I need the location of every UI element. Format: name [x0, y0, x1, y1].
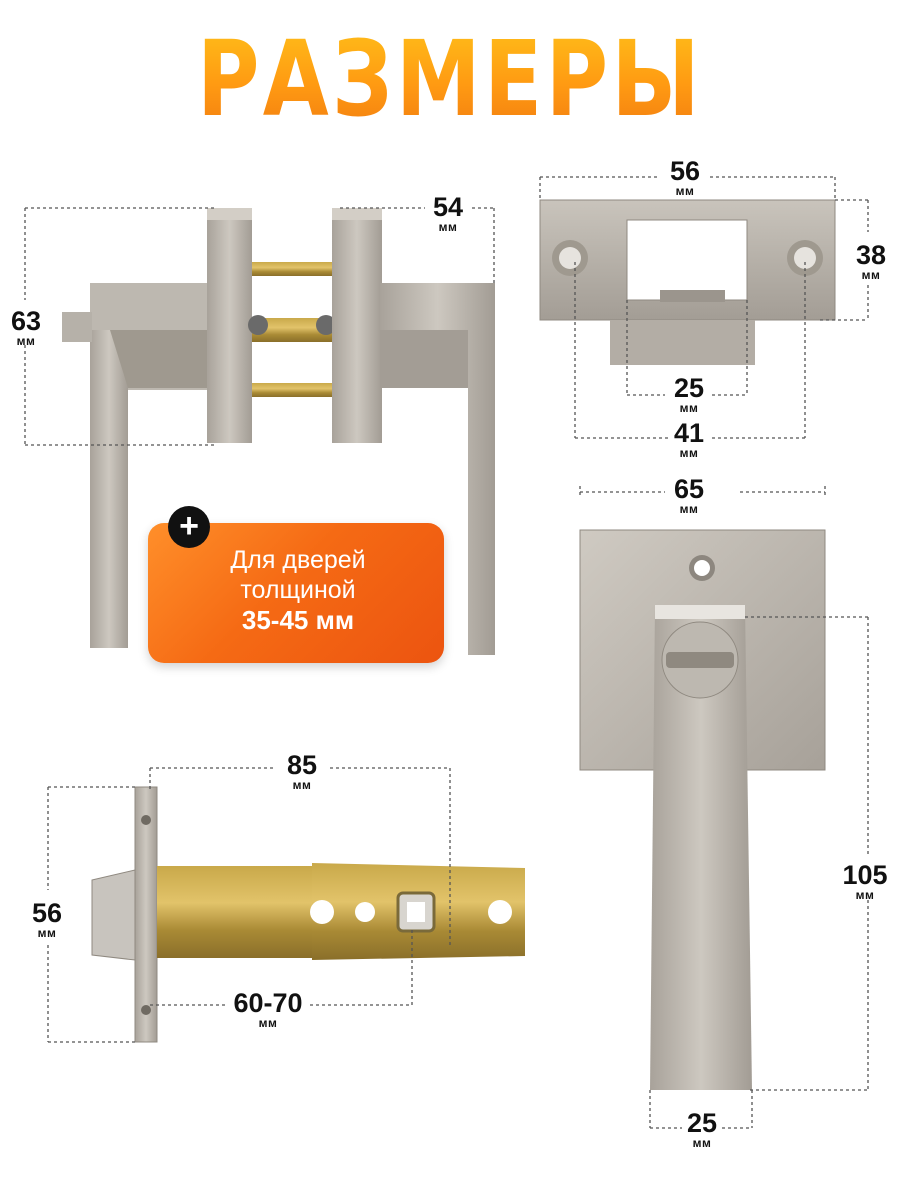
dimension-value: 63 — [10, 306, 42, 336]
door-thickness-text: Для дверей толщиной 35-45 мм — [148, 545, 448, 635]
dimension-value: 65 — [673, 474, 705, 504]
badge-line-3: 35-45 мм — [241, 605, 355, 635]
rosette-handle-width-label: 25 мм — [679, 1108, 725, 1150]
rosette-lever-image — [579, 529, 826, 1090]
handle-dimension-lines — [24, 207, 495, 446]
latch-dimension-lines — [47, 767, 451, 1043]
latch-length-label: 85 мм — [278, 750, 326, 792]
strike-opening-label: 25 мм — [666, 373, 712, 415]
strike-width-label: 56 мм — [662, 156, 708, 198]
dimension-unit: мм — [679, 401, 699, 415]
strike-plate-image — [539, 199, 836, 365]
dimension-value: 25 — [686, 1108, 718, 1138]
dimension-unit: мм — [861, 268, 881, 282]
dimension-value: 56 — [669, 156, 701, 186]
door-thickness-badge — [148, 523, 444, 663]
rosette-handle-length-label: 105 мм — [835, 860, 895, 902]
dimension-unit: мм — [679, 446, 699, 460]
strike-dimension-lines — [539, 176, 869, 439]
dimension-value: 38 — [855, 240, 887, 270]
dimension-unit: мм — [16, 334, 36, 348]
strike-hole-spacing-label: 41 мм — [666, 418, 712, 460]
dimension-unit: мм — [679, 502, 699, 516]
dimension-value: 54 — [432, 192, 464, 222]
badge-line-1: Для дверей — [230, 546, 366, 574]
latch-image — [91, 786, 525, 1043]
handle-height-label: 63 мм — [5, 306, 47, 348]
dimension-value: 56 — [31, 898, 63, 928]
dimension-unit: мм — [438, 220, 458, 234]
badge-line-2: толщиной — [240, 576, 356, 604]
dimension-value: 85 — [286, 750, 318, 780]
dimension-unit: мм — [37, 926, 57, 940]
plus-icon: + — [168, 506, 210, 548]
rosette-width-label: 65 мм — [666, 474, 712, 516]
dimension-unit: мм — [292, 778, 312, 792]
strike-height-label: 38 мм — [848, 240, 894, 282]
dimension-value: 41 — [673, 418, 705, 448]
page-title: РАЗМЕРЫ — [81, 18, 819, 140]
rosette-dimension-lines — [579, 486, 869, 1129]
dimension-value: 105 — [842, 860, 888, 890]
dimension-unit: мм — [675, 184, 695, 198]
dimension-unit: мм — [258, 1016, 278, 1030]
dimension-value: 25 — [673, 373, 705, 403]
handle-depth-label: 54 мм — [425, 192, 471, 234]
handle-set-image — [62, 208, 495, 655]
latch-backset-label: 60-70 мм — [226, 988, 310, 1030]
latch-faceplate-height-label: 56 мм — [24, 898, 70, 940]
dimension-value: 60-70 — [233, 988, 303, 1018]
dimension-unit: мм — [855, 888, 875, 902]
dimension-unit: мм — [692, 1136, 712, 1150]
